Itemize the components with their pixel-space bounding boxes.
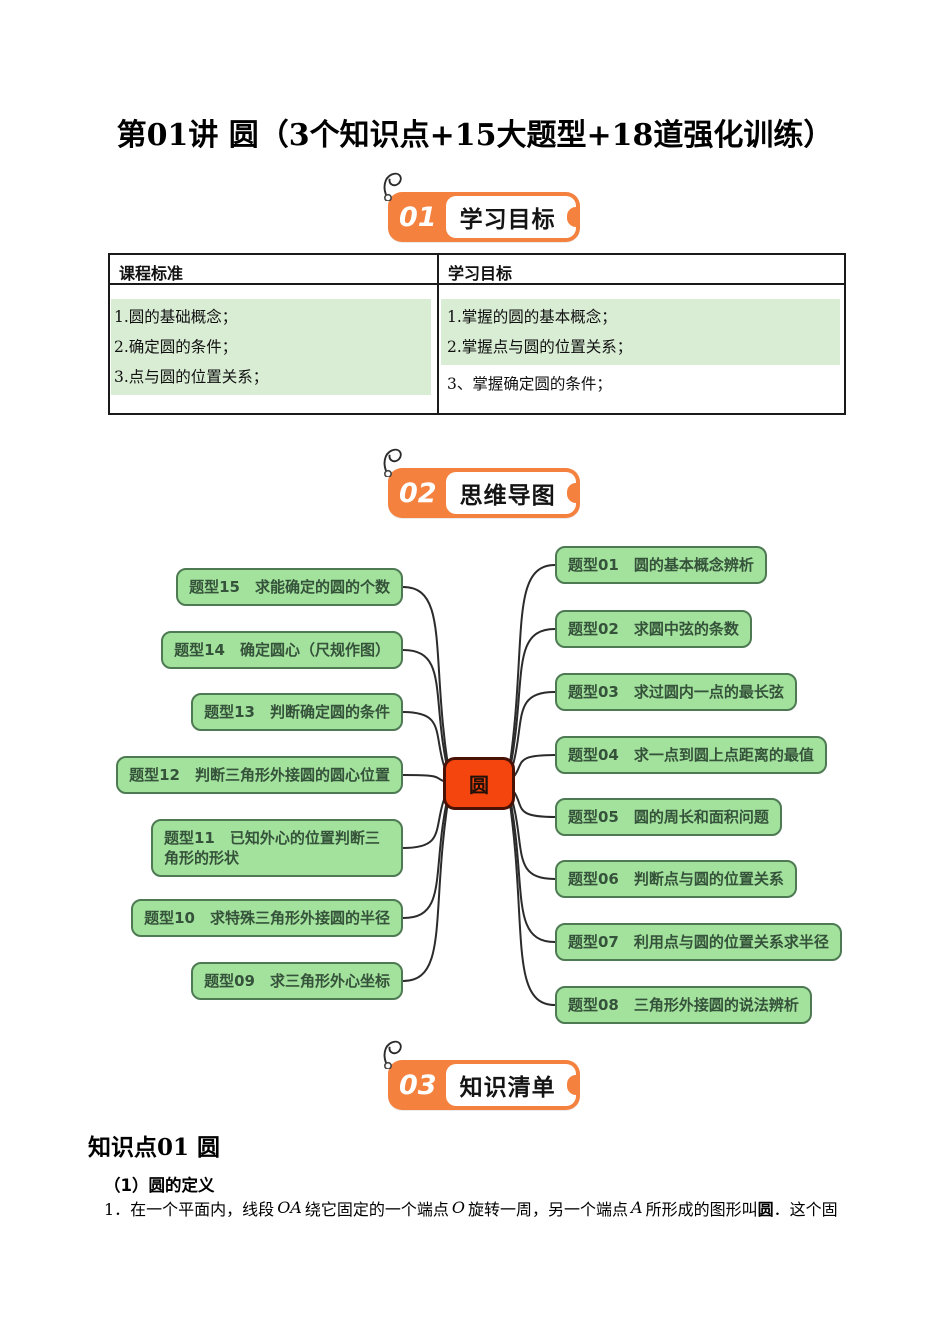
badge-notch [566, 483, 576, 503]
section-badge-knowledge-list: 03 知识清单 [383, 1040, 580, 1110]
body-text-segment: OA [277, 1198, 302, 1217]
badge-number: 03 [399, 1069, 437, 1101]
mindmap-node-topic01: 题型01 圆的基本概念辨析 [555, 546, 767, 584]
badge-label: 学习目标 [459, 207, 556, 233]
section-badge-learning-goals: 01 学习目标 [383, 172, 580, 242]
mindmap-connector-line [506, 782, 556, 943]
badge-label-box: 学习目标 [445, 196, 576, 238]
thread-pin-icon [383, 172, 402, 201]
mindmap-node-topic05: 题型05 圆的周长和面积问题 [555, 798, 782, 836]
mindmap-node-topic10: 题型10 求特殊三角形外接圆的半径 [131, 899, 403, 937]
body-text-segment: 圆 [757, 1200, 774, 1219]
mindmap-node-topic04: 题型04 求一点到圆上点距离的最值 [555, 736, 827, 774]
mind-map: 题型15 求能确定的圆的个数 题型14 确定圆心（尺规作图） 题型13 判断确定… [100, 535, 852, 1040]
mindmap-connector-line [506, 564, 556, 785]
thread-pin-icon [383, 448, 402, 477]
table-header-course-standard: 课程标准 [110, 255, 439, 283]
mindmap-node-topic06: 题型06 判断点与圆的位置关系 [555, 860, 797, 898]
table-line: 2.掌握点与圆的位置关系； [447, 338, 633, 356]
mindmap-node-topic15: 题型15 求能确定的圆的个数 [176, 568, 403, 606]
body-text-segment: 旋转一周，另一个端点 [468, 1200, 629, 1219]
mindmap-node-topic12: 题型12 判断三角形外接圆的圆心位置 [116, 756, 403, 794]
badge-notch [566, 207, 576, 227]
mindmap-node-topic07: 题型07 利用点与圆的位置关系求半径 [555, 923, 842, 961]
table-line: 3、掌握确定圆的条件； [447, 375, 612, 393]
body-text-segment: A [631, 1198, 643, 1217]
mindmap-node-topic11: 题型11 已知外心的位置判断三角形的形状 [151, 819, 403, 877]
body-text-segment: 所形成的图形叫 [645, 1200, 758, 1219]
table-line: 2.确定圆的条件； [114, 338, 238, 356]
badge-label-box: 思维导图 [445, 472, 576, 514]
learning-goal-cell: 1.掌握的圆的基本概念； 2.掌握点与圆的位置关系； 3、掌握确定圆的条件； [439, 285, 844, 413]
mindmap-center-node: 圆 [443, 757, 515, 810]
table-line: 1.掌握的圆的基本概念； [447, 308, 617, 326]
badge-label-box: 知识清单 [445, 1064, 576, 1106]
mindmap-connector-line [402, 782, 452, 919]
definition-subheading: （1）圆的定义 [104, 1176, 215, 1195]
mindmap-connector-line [506, 782, 556, 1006]
mindmap-connector-line [506, 628, 556, 785]
badge-body: 03 知识清单 [388, 1060, 580, 1110]
badge-number: 01 [399, 201, 437, 233]
table-body-row: 1.圆的基础概念； 2.确定圆的条件； 3.点与圆的位置关系； 1.掌握的圆的基… [110, 285, 844, 413]
mindmap-node-topic09: 题型09 求三角形外心坐标 [191, 962, 403, 1000]
body-text-segment: O [451, 1198, 465, 1217]
badge-body: 02 思维导图 [388, 468, 580, 518]
section-badge-mind-map: 02 思维导图 [383, 448, 580, 518]
mindmap-node-topic08: 题型08 三角形外接圆的说法辨析 [555, 986, 812, 1024]
mindmap-node-topic13: 题型13 判断确定圆的条件 [191, 693, 403, 731]
thread-pin-icon [383, 1040, 402, 1069]
mindmap-connector-line [402, 782, 452, 982]
badge-label: 思维导图 [459, 483, 556, 509]
mindmap-node-topic02: 题型02 求圆中弦的条数 [555, 610, 752, 648]
badge-body: 01 学习目标 [388, 192, 580, 242]
table-line: 3.点与圆的位置关系； [114, 368, 269, 386]
objectives-table: 课程标准 学习目标 1.圆的基础概念； 2.确定圆的条件； 3.点与圆的位置关系… [108, 253, 846, 415]
page-title: 第01讲 圆（3个知识点+15大题型+18道强化训练） [116, 118, 834, 153]
badge-notch [566, 1075, 576, 1095]
table-header-row: 课程标准 学习目标 [110, 255, 844, 285]
mindmap-connector-line [402, 649, 452, 785]
mindmap-node-topic03: 题型03 求过圆内一点的最长弦 [555, 673, 797, 711]
table-line: 1.圆的基础概念； [114, 308, 238, 326]
highlight-block: 1.掌握的圆的基本概念； 2.掌握点与圆的位置关系； [441, 299, 840, 365]
badge-label: 知识清单 [459, 1075, 556, 1101]
badge-number: 02 [399, 477, 437, 509]
knowledge-point-heading: 知识点01 圆 [88, 1134, 221, 1161]
course-standard-cell: 1.圆的基础概念； 2.确定圆的条件； 3.点与圆的位置关系； [110, 285, 439, 413]
table-header-learning-goal: 学习目标 [448, 264, 513, 283]
highlight-block: 1.圆的基础概念； 2.确定圆的条件； 3.点与圆的位置关系； [111, 299, 431, 395]
body-text-segment: 绕它固定的一个端点 [304, 1200, 449, 1219]
mindmap-connector-line [402, 586, 452, 785]
body-text-segment: 1．在一个平面内，线段 [104, 1200, 275, 1219]
mindmap-node-topic14: 题型14 确定圆心（尺规作图） [161, 631, 403, 669]
body-text-segment: ．这个固 [773, 1200, 838, 1219]
